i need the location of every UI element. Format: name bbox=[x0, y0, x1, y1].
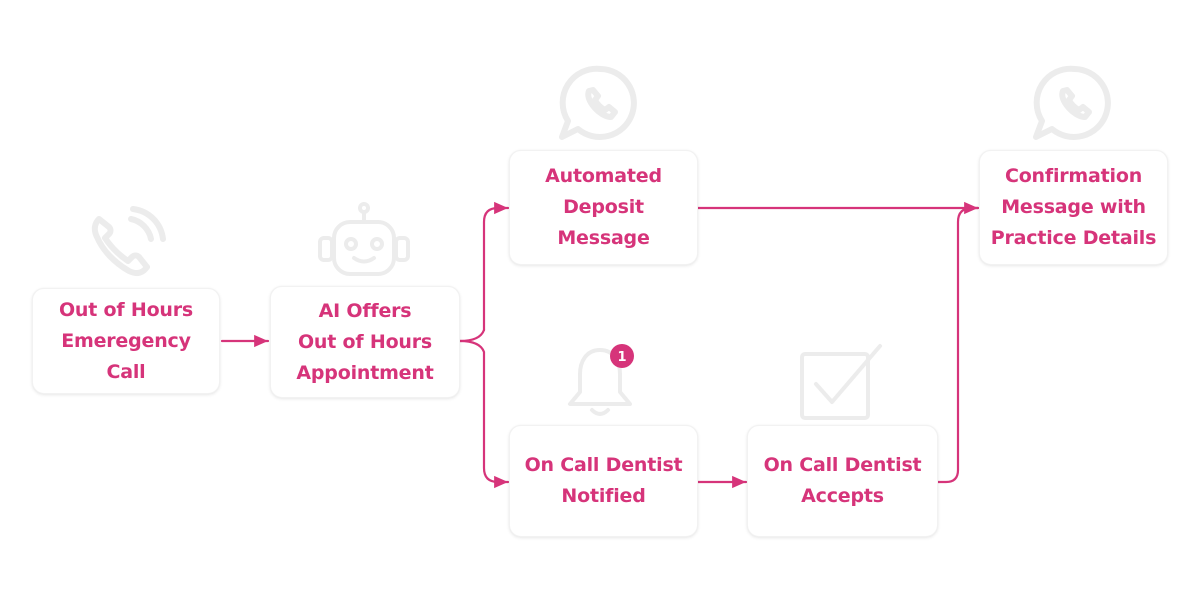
whatsapp-icon bbox=[559, 65, 637, 140]
node-label: Out of Hours Emeregency Call bbox=[58, 298, 194, 383]
arrow-ai-to-notified bbox=[458, 339, 508, 482]
checkbox-icon bbox=[800, 344, 882, 420]
node-label: On Call Dentist Notified bbox=[524, 454, 683, 507]
node-dentist-notified: On Call Dentist Notified bbox=[509, 425, 698, 537]
node-deposit-message: Automated Deposit Message bbox=[509, 150, 698, 265]
node-emergency-call: Out of Hours Emeregency Call bbox=[32, 288, 220, 394]
node-dentist-accepts: On Call Dentist Accepts bbox=[747, 425, 938, 537]
node-label: Automated Deposit Message bbox=[545, 165, 662, 249]
bell-icon: 1 bbox=[568, 344, 634, 416]
branch-stem bbox=[458, 328, 486, 343]
node-label: Confirmation Message with Practice Detai… bbox=[990, 165, 1157, 249]
arrow-ai-to-deposit bbox=[482, 201, 510, 332]
whatsapp-icon bbox=[1033, 65, 1111, 140]
node-label: AI Offers Out of Hours Appointment bbox=[296, 299, 434, 384]
robot-icon bbox=[318, 202, 410, 276]
phone-icon bbox=[91, 206, 166, 277]
arrow-accepts-to-confirmation bbox=[936, 206, 980, 484]
notification-badge-count: 1 bbox=[617, 350, 626, 365]
node-ai-offers: AI Offers Out of Hours Appointment bbox=[270, 286, 460, 398]
node-label: On Call Dentist Accepts bbox=[763, 454, 922, 507]
notification-badge bbox=[610, 344, 634, 368]
node-confirmation: Confirmation Message with Practice Detai… bbox=[979, 150, 1168, 265]
